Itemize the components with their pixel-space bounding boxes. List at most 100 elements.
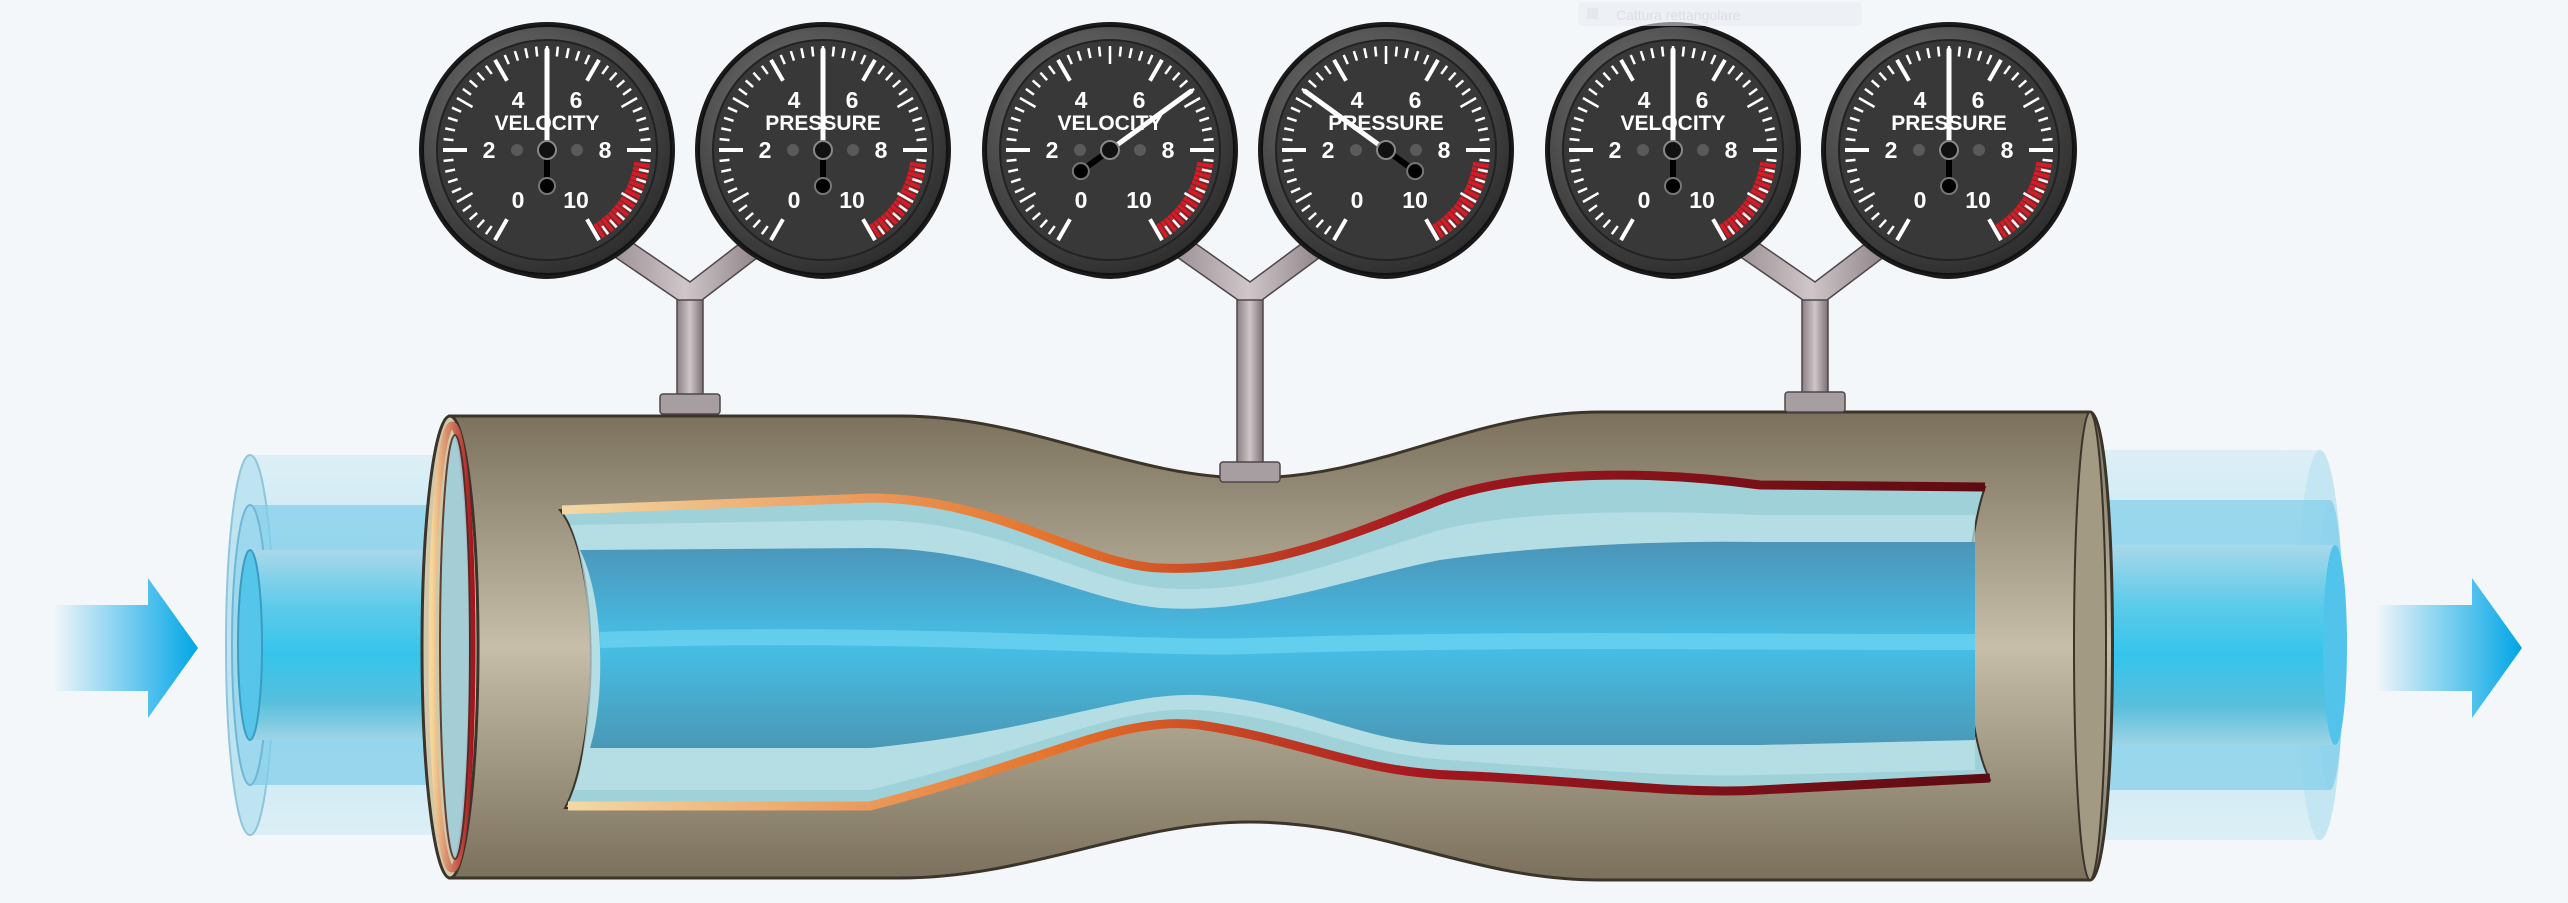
- face-screw: [1350, 144, 1362, 156]
- minor-tick: [1183, 191, 1201, 204]
- minor-tick: [565, 48, 570, 59]
- minor-tick: [1199, 177, 1210, 184]
- minor-tick: [1905, 54, 1912, 65]
- scale-label: 4: [512, 87, 525, 113]
- minor-tick: [2040, 127, 2051, 132]
- minor-tick: [1847, 168, 1858, 173]
- redline-tick: [1740, 203, 1756, 218]
- minor-tick: [1734, 219, 1744, 229]
- minor-tick: [1957, 46, 1962, 57]
- minor-tick: [638, 168, 649, 173]
- redline-tick: [904, 179, 921, 190]
- minor-tick: [752, 71, 762, 81]
- minor-tick: [601, 225, 610, 235]
- gauge-stem: [1236, 289, 1264, 469]
- minor-tick: [1286, 116, 1297, 123]
- minor-tick: [721, 168, 732, 173]
- minor-tick: [884, 219, 894, 229]
- minor-tick: [1352, 50, 1359, 61]
- redline-tick: [593, 222, 606, 239]
- minor-tick: [636, 116, 647, 123]
- minor-tick: [468, 211, 478, 221]
- minor-tick: [1571, 127, 1582, 132]
- major-tick: [1895, 58, 1911, 82]
- minor-tick: [908, 106, 919, 113]
- minor-tick: [476, 71, 486, 81]
- minor-tick: [1286, 177, 1297, 184]
- minor-tick: [2010, 219, 2020, 229]
- minor-tick: [451, 187, 462, 194]
- minor-tick: [636, 177, 647, 184]
- redline-tick: [895, 196, 912, 209]
- scale-label: 10: [1689, 187, 1715, 213]
- minor-tick: [727, 187, 738, 194]
- major-tick: [1619, 58, 1635, 82]
- needle-hub: [1939, 140, 1959, 160]
- minor-tick: [1315, 71, 1325, 81]
- minor-tick: [1025, 87, 1035, 96]
- face-screw: [787, 144, 799, 156]
- minor-tick: [622, 87, 632, 96]
- major-tick: [1148, 58, 1164, 82]
- minor-tick: [1471, 187, 1482, 194]
- minor-tick: [1284, 168, 1295, 173]
- redline-tick: [900, 188, 917, 199]
- minor-tick: [1315, 219, 1325, 229]
- inlet-pipe: [225, 454, 450, 836]
- minor-tick: [1014, 187, 1025, 194]
- minor-tick: [608, 71, 618, 81]
- minor-tick: [1746, 96, 1764, 109]
- minor-tick: [1610, 225, 1619, 235]
- redline-tick: [633, 161, 651, 169]
- minor-tick: [2003, 225, 2012, 235]
- scale-label: 2: [1885, 137, 1898, 163]
- minor-tick: [1039, 71, 1049, 81]
- minor-tick: [1594, 79, 1604, 89]
- minor-tick: [1878, 219, 1888, 229]
- major-tick: [861, 58, 877, 82]
- minor-tick: [1742, 211, 1752, 221]
- minor-tick: [1006, 137, 1017, 142]
- redline-tick: [1995, 222, 2008, 239]
- scale-label: 10: [563, 187, 589, 213]
- redline-tick: [1156, 222, 1169, 239]
- major-tick: [585, 58, 601, 82]
- redline-tick: [1191, 179, 1208, 190]
- minor-tick: [632, 106, 643, 113]
- minor-tick: [1479, 158, 1490, 163]
- redline-tick: [2002, 217, 2017, 233]
- redline-tick: [631, 170, 648, 179]
- minor-tick: [1681, 46, 1686, 57]
- minor-tick: [462, 204, 472, 213]
- minor-tick: [912, 116, 923, 123]
- minor-tick: [1573, 177, 1584, 184]
- minor-tick: [456, 191, 474, 204]
- needle-hub: [1376, 140, 1396, 160]
- minor-tick: [513, 50, 520, 61]
- minor-tick: [1610, 65, 1619, 75]
- needle-hub: [813, 140, 833, 160]
- minor-tick: [892, 211, 902, 221]
- face-screw: [1410, 144, 1422, 156]
- face-screw: [511, 144, 523, 156]
- cutaway-window: [557, 470, 1992, 811]
- minor-tick: [1404, 48, 1409, 59]
- minor-tick: [1845, 137, 1856, 142]
- needle-counterweight: [1940, 177, 1958, 195]
- redline-tick: [1177, 203, 1193, 218]
- scale-label: 0: [1075, 187, 1088, 213]
- major-tick: [1711, 58, 1727, 82]
- minor-tick: [1394, 46, 1399, 57]
- minor-tick: [1461, 204, 1471, 213]
- redline-tick: [1432, 222, 1445, 239]
- minor-tick: [912, 177, 923, 184]
- scale-label: 2: [1609, 137, 1622, 163]
- minor-tick: [1455, 79, 1465, 89]
- minor-tick: [1201, 127, 1212, 132]
- minor-tick: [632, 187, 643, 194]
- minor-tick: [1363, 48, 1368, 59]
- minor-tick: [1171, 71, 1181, 81]
- minor-tick: [1097, 46, 1102, 57]
